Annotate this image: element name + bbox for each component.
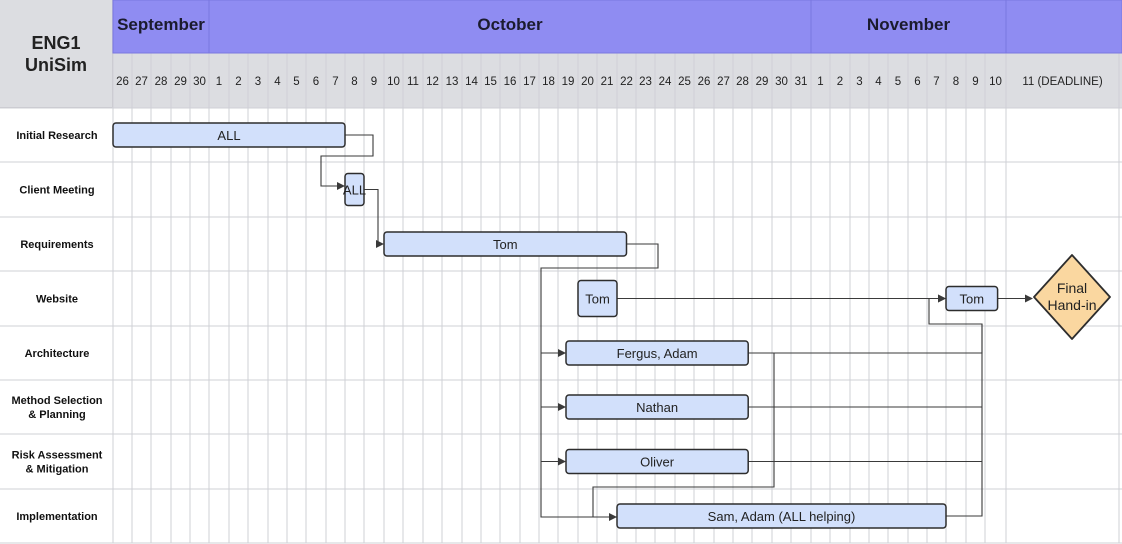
day-label: 18 bbox=[542, 76, 555, 88]
day-label: 16 bbox=[504, 76, 517, 88]
day-label: 27 bbox=[717, 76, 730, 88]
month-header: September October November bbox=[112, 0, 1122, 54]
dependency-connector bbox=[592, 352, 775, 521]
day-label: 12 bbox=[426, 76, 439, 88]
day-label: 1 bbox=[216, 76, 222, 88]
day-label: 23 bbox=[639, 76, 652, 88]
day-label: 25 bbox=[678, 76, 691, 88]
day-label: 28 bbox=[736, 76, 749, 88]
month-label-september: September bbox=[117, 15, 205, 34]
row-label: Requirements bbox=[20, 239, 93, 251]
day-label: 3 bbox=[856, 76, 862, 88]
day-label: 27 bbox=[135, 76, 148, 88]
dependency-connector bbox=[946, 324, 983, 517]
task-bar-implementation bbox=[616, 503, 947, 529]
task-label-risk: Oliver bbox=[640, 455, 675, 470]
row-label: Website bbox=[36, 294, 78, 306]
task-label-website1: Tom bbox=[585, 292, 610, 307]
day-label: 8 bbox=[351, 76, 357, 88]
dependency-connector bbox=[364, 188, 384, 248]
day-label: 22 bbox=[620, 76, 633, 88]
month-header-cell bbox=[810, 0, 1007, 54]
month-label-october: October bbox=[477, 15, 543, 34]
row-label: Client Meeting bbox=[19, 185, 94, 197]
day-label: 28 bbox=[155, 76, 168, 88]
day-label: 30 bbox=[775, 76, 788, 88]
project-title-line2: UniSim bbox=[24, 54, 87, 75]
day-label: 29 bbox=[174, 76, 187, 88]
day-label: 6 bbox=[914, 76, 920, 88]
day-label: 4 bbox=[875, 76, 882, 88]
day-label: 6 bbox=[313, 76, 319, 88]
day-label: 17 bbox=[523, 76, 536, 88]
day-label: 26 bbox=[698, 76, 711, 88]
day-label: 3 bbox=[255, 76, 261, 88]
dependency-connector bbox=[748, 294, 983, 354]
dependency-connector bbox=[540, 243, 659, 518]
task-label-architecture: Fergus, Adam bbox=[617, 346, 698, 361]
milestone-label-line1: Final bbox=[1057, 280, 1087, 296]
day-label: 4 bbox=[274, 76, 281, 88]
day-label: 11 (DEADLINE) bbox=[1022, 76, 1102, 88]
day-label: 5 bbox=[293, 76, 299, 88]
day-label: 19 bbox=[562, 76, 575, 88]
month-header-cell bbox=[112, 0, 210, 54]
month-header-cell bbox=[208, 0, 812, 54]
task-bar-meeting bbox=[344, 172, 365, 207]
row-label: Method Selection& Planning bbox=[11, 395, 102, 421]
task-label-implementation: Sam, Adam (ALL helping) bbox=[708, 509, 856, 524]
day-label: 9 bbox=[371, 76, 377, 88]
day-label: 20 bbox=[581, 76, 594, 88]
month-label-november: November bbox=[867, 15, 951, 34]
row-label: Implementation bbox=[16, 511, 98, 523]
day-label: 11 bbox=[407, 76, 419, 88]
milestone-label-line2: Hand-in bbox=[1047, 297, 1096, 313]
day-label: 14 bbox=[465, 76, 478, 88]
day-label: 7 bbox=[332, 76, 338, 88]
task-bar-risk bbox=[565, 448, 749, 475]
row-label: Architecture bbox=[25, 348, 90, 360]
day-label: 21 bbox=[601, 76, 614, 88]
task-bar-method bbox=[565, 394, 749, 420]
day-label: 10 bbox=[387, 76, 400, 88]
day-label: 7 bbox=[933, 76, 939, 88]
month-header-cell bbox=[1005, 0, 1122, 54]
dependency-connectors bbox=[320, 134, 1033, 521]
task-bar-website1 bbox=[577, 279, 618, 318]
task-label-method: Nathan bbox=[636, 400, 678, 415]
day-label: 9 bbox=[972, 76, 978, 88]
day-label: 10 bbox=[989, 76, 1002, 88]
task-bar-website2 bbox=[945, 285, 999, 312]
day-label: 26 bbox=[116, 76, 129, 88]
task-bar-research bbox=[112, 122, 346, 148]
day-label: 30 bbox=[193, 76, 206, 88]
day-label: 24 bbox=[659, 76, 672, 88]
day-label: 31 bbox=[795, 76, 808, 88]
day-label: 5 bbox=[895, 76, 901, 88]
task-label-research: ALL bbox=[217, 128, 240, 143]
day-label: 15 bbox=[484, 76, 497, 88]
day-label: 1 bbox=[817, 76, 823, 88]
row-label: Initial Research bbox=[16, 130, 98, 142]
day-label: 2 bbox=[235, 76, 241, 88]
task-bar-requirements bbox=[383, 231, 628, 257]
task-label-requirements: Tom bbox=[493, 237, 518, 252]
day-label: 2 bbox=[837, 76, 843, 88]
dependency-connector bbox=[320, 134, 374, 190]
milestone-diamond bbox=[1033, 254, 1111, 340]
project-title-line1: ENG1 bbox=[31, 32, 81, 53]
task-bar-architecture bbox=[565, 340, 749, 366]
day-label: 8 bbox=[953, 76, 959, 88]
project-title-cell: ENG1 UniSim bbox=[0, 0, 113, 108]
task-label-website2: Tom bbox=[960, 292, 985, 307]
day-label: 13 bbox=[446, 76, 459, 88]
row-label: Risk Assessment& Mitigation bbox=[12, 450, 103, 476]
day-label: 29 bbox=[756, 76, 769, 88]
task-label-meeting: ALL bbox=[343, 183, 366, 198]
